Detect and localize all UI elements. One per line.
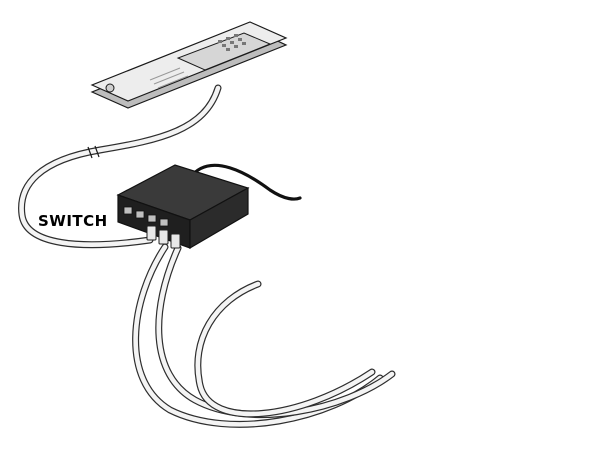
cable-phone-to-switch [18,84,222,249]
cable-powerline-to-router [194,280,376,418]
keypad-keys [218,34,246,51]
switch-power-cord [188,163,302,201]
switch-plugs [146,225,181,249]
switch-label: SWITCH [38,212,108,230]
cable-switch-to-router-2 [155,244,396,419]
cables [18,84,396,428]
telephone-device [90,21,288,109]
phone-speaker [105,83,115,93]
phone-vents [149,67,189,89]
network-switch [116,164,250,250]
switch-ports [123,206,169,227]
